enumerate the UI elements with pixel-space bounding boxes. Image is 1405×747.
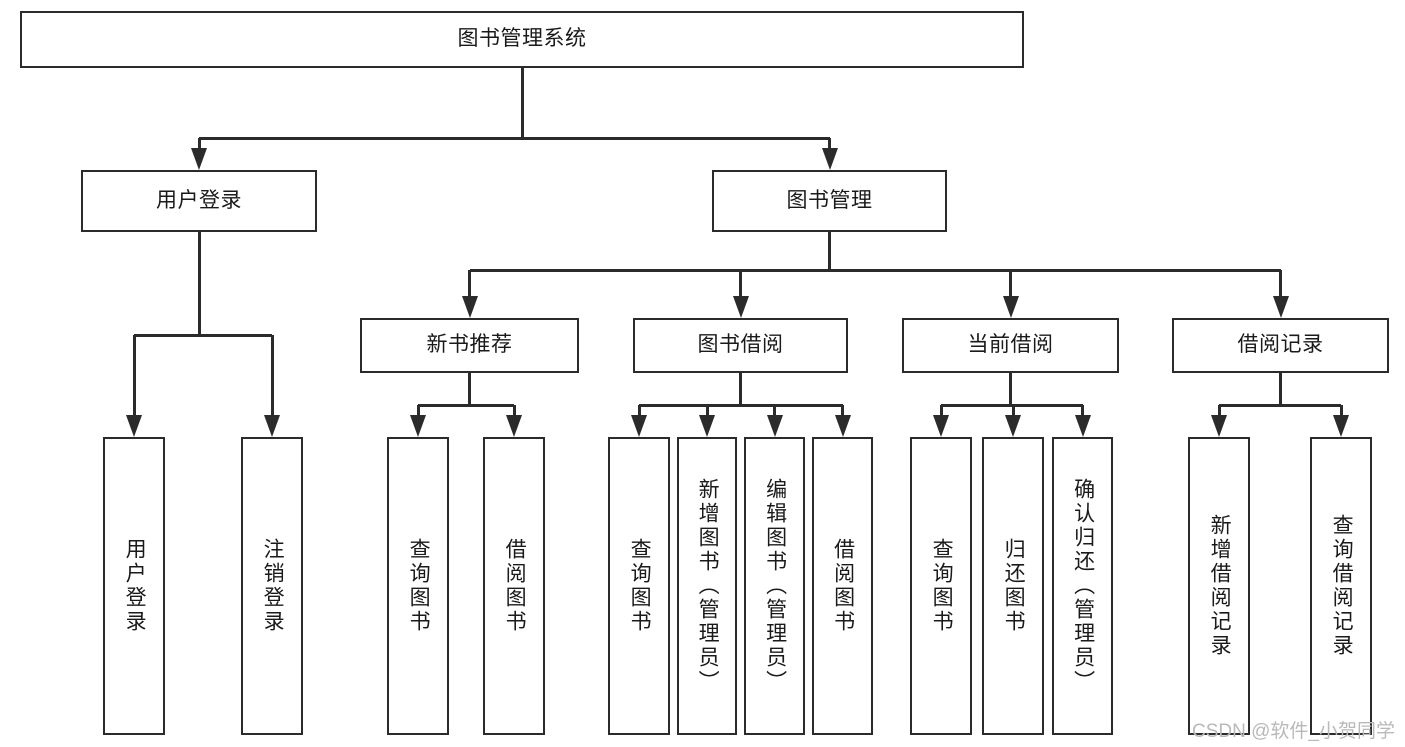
connector-borrow-record-stem: [1279, 373, 1282, 405]
connector-root-bus: [199, 136, 830, 140]
leaf-node-leaf-confirm-return[interactable]: 确认归还（管理员）: [1052, 437, 1113, 735]
connector-book-manage-bus: [469, 268, 1281, 272]
connector-new-book-rec-bus: [418, 403, 514, 407]
leaf-node-leaf-query-book-1[interactable]: 查询图书: [387, 437, 449, 735]
arrowhead-icon-leaf-query-record: [1333, 415, 1349, 437]
arrowhead-icon-user-login: [191, 148, 207, 170]
arrowhead-icon-leaf-query-book-2: [631, 415, 647, 437]
node-label: 借阅记录: [1237, 333, 1324, 357]
arrowhead-icon-leaf-add-book: [699, 415, 715, 437]
connector-to-current-borrow: [1009, 270, 1012, 296]
node-borrow-record[interactable]: 借阅记录: [1172, 318, 1389, 373]
arrowhead-icon-leaf-confirm-return: [1074, 415, 1091, 437]
leaf-node-label: 借阅图书: [831, 538, 855, 634]
arrowhead-icon-current-borrow: [1002, 296, 1019, 318]
node-book-borrow[interactable]: 图书借阅: [633, 318, 848, 373]
connector-new-book-rec-stem: [468, 373, 471, 405]
node-new-book-rec[interactable]: 新书推荐: [360, 318, 579, 373]
connector-to-leaf-edit-book: [773, 405, 776, 415]
connector-to-leaf-query-book-1: [416, 405, 420, 415]
node-label: 图书管理: [786, 188, 873, 212]
connector-to-book-manage: [828, 138, 831, 148]
connector-to-leaf-add-record: [1217, 405, 1221, 415]
leaf-node-label: 确认归还（管理员）: [1071, 478, 1095, 694]
node-label: 当前借阅: [967, 333, 1054, 357]
connector-to-new-book-rec: [468, 270, 471, 296]
leaf-node-leaf-user-login[interactable]: 用户登录: [103, 437, 165, 735]
connector-to-leaf-borrow-book-2: [841, 405, 844, 415]
leaf-node-label: 查询图书: [628, 538, 652, 634]
connector-to-borrow-record: [1279, 270, 1282, 296]
connector-user-login-bus: [134, 333, 272, 337]
arrowhead-icon-leaf-user-logout: [264, 415, 280, 437]
arrowhead-icon-leaf-query-book-1: [410, 415, 426, 437]
leaf-node-leaf-borrow-book-1[interactable]: 借阅图书: [483, 437, 545, 735]
leaf-node-label: 查询借阅记录: [1330, 514, 1354, 658]
connector-root-stem: [520, 68, 524, 138]
leaf-node-label: 新增图书（管理员）: [696, 478, 720, 694]
arrowhead-icon-leaf-edit-book: [766, 415, 783, 437]
connector-to-leaf-user-login: [132, 335, 136, 415]
leaf-node-label: 归还图书: [1002, 538, 1026, 634]
leaf-node-leaf-add-record[interactable]: 新增借阅记录: [1188, 437, 1250, 735]
node-book-manage[interactable]: 图书管理: [712, 170, 947, 232]
connector-book-manage-stem: [828, 232, 831, 270]
leaf-node-label: 用户登录: [123, 538, 147, 634]
node-root[interactable]: 图书管理系统: [20, 11, 1024, 68]
node-label: 图书借阅: [697, 333, 784, 357]
node-label: 用户登录: [156, 188, 242, 212]
leaf-node-label: 借阅图书: [503, 538, 527, 634]
arrowhead-icon-leaf-borrow-book-1: [506, 415, 522, 437]
arrowhead-icon-book-borrow: [732, 296, 749, 318]
leaf-node-label: 注销登录: [261, 538, 285, 634]
connector-to-leaf-user-logout: [270, 335, 274, 415]
node-label: 图书管理系统: [457, 27, 587, 51]
leaf-node-label: 查询图书: [930, 538, 954, 634]
connector-to-leaf-query-book-3: [939, 405, 943, 415]
connector-to-leaf-confirm-return: [1081, 405, 1084, 415]
leaf-node-label: 编辑图书（管理员）: [763, 478, 787, 694]
connector-to-leaf-add-book: [705, 405, 709, 415]
connector-to-user-login: [197, 138, 201, 148]
connector-to-leaf-borrow-book-1: [512, 405, 516, 415]
leaf-node-leaf-query-record[interactable]: 查询借阅记录: [1310, 437, 1372, 735]
connector-book-borrow-bus: [639, 403, 843, 407]
leaf-node-leaf-user-logout[interactable]: 注销登录: [241, 437, 303, 735]
connector-current-borrow-stem: [1009, 373, 1012, 405]
leaf-node-leaf-query-book-2[interactable]: 查询图书: [608, 437, 670, 735]
connector-borrow-record-bus: [1219, 403, 1341, 407]
leaf-node-leaf-add-book[interactable]: 新增图书（管理员）: [677, 437, 737, 735]
arrowhead-icon-leaf-return-book: [1005, 415, 1021, 437]
connector-to-book-borrow: [739, 270, 742, 296]
csdn-watermark: CSDN @软件_小贺同学: [1192, 721, 1395, 742]
leaf-node-label: 查询图书: [407, 538, 431, 634]
leaf-node-leaf-return-book[interactable]: 归还图书: [982, 437, 1044, 735]
arrowhead-icon-leaf-borrow-book-2: [834, 415, 851, 437]
connector-book-borrow-stem: [739, 373, 742, 405]
node-user-login[interactable]: 用户登录: [81, 170, 317, 232]
arrowhead-icon-borrow-record: [1272, 296, 1289, 318]
arrowhead-icon-book-manage: [821, 148, 838, 170]
connector-to-leaf-return-book: [1011, 405, 1015, 415]
leaf-node-leaf-query-book-3[interactable]: 查询图书: [910, 437, 972, 735]
arrowhead-icon-leaf-query-book-3: [933, 415, 949, 437]
arrowhead-icon-leaf-user-login: [126, 415, 142, 437]
arrowhead-icon-new-book-rec: [461, 296, 478, 318]
leaf-node-leaf-borrow-book-2[interactable]: 借阅图书: [812, 437, 873, 735]
connector-to-leaf-query-record: [1339, 405, 1343, 415]
leaf-node-label: 新增借阅记录: [1208, 514, 1232, 658]
node-label: 新书推荐: [426, 333, 513, 357]
node-current-borrow[interactable]: 当前借阅: [902, 318, 1119, 373]
connector-to-leaf-query-book-2: [637, 405, 641, 415]
leaf-node-leaf-edit-book[interactable]: 编辑图书（管理员）: [744, 437, 805, 735]
arrowhead-icon-leaf-add-record: [1211, 415, 1227, 437]
connector-user-login-stem: [197, 232, 201, 335]
